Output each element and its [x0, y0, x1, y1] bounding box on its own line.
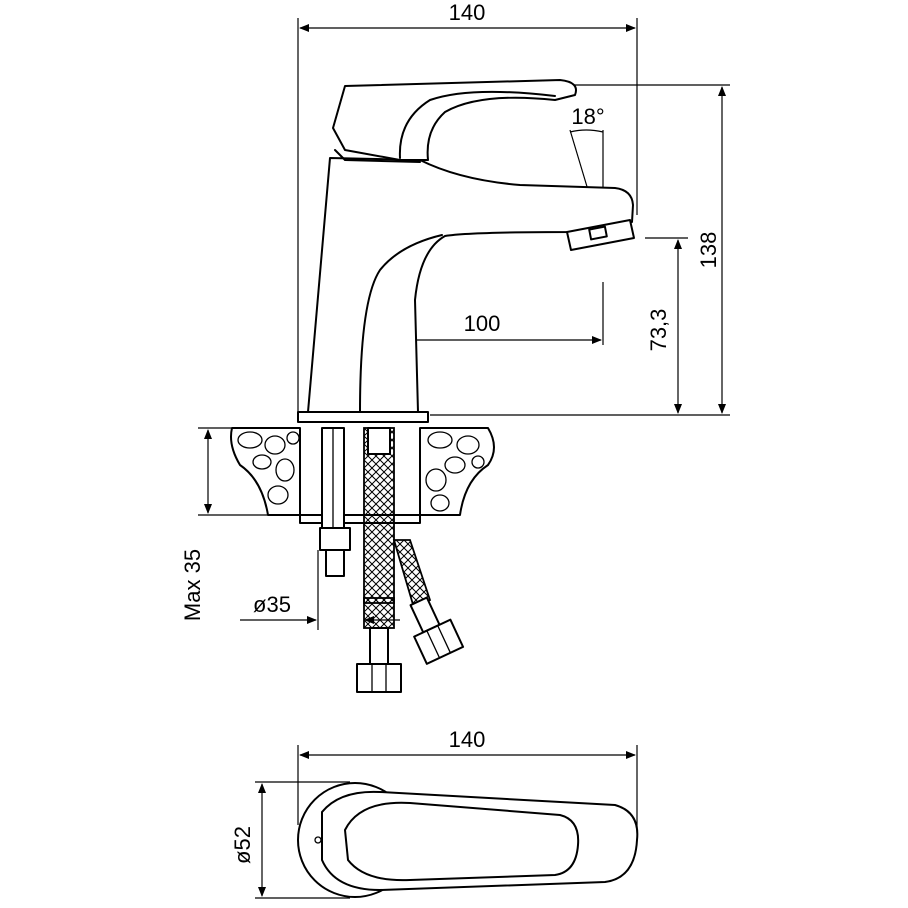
countertop-section [230, 427, 495, 693]
faucet-body [297, 79, 635, 423]
dim-max-thickness: Max 35 [180, 427, 268, 621]
lever-top [321, 790, 639, 891]
dim-hole-label: ø35 [253, 592, 291, 617]
hose-cold [363, 427, 395, 604]
hose-nut-cold [356, 663, 402, 693]
faucet-top [297, 782, 639, 898]
hose-hot [392, 539, 432, 610]
dim-width-plan-label: 140 [449, 727, 486, 752]
plan-view: 140 ø52 [230, 727, 639, 899]
dim-spout-height: 73,3 [645, 237, 688, 414]
dim-base-diameter-label: ø52 [230, 826, 255, 864]
dim-width-top-label: 140 [449, 0, 486, 25]
dim-angle-label: 18° [571, 104, 604, 129]
lever-handle [332, 79, 577, 161]
dim-spout-height-label: 73,3 [646, 309, 671, 352]
mounting-nut [319, 527, 351, 551]
hose-nut-hot [413, 618, 465, 665]
dim-hole: ø35 [240, 550, 400, 630]
dim-base-diameter: ø52 [230, 781, 350, 899]
base-plate [297, 411, 429, 423]
dim-height-label: 138 [696, 232, 721, 269]
dim-width-plan: 140 [297, 727, 638, 830]
dim-height: 138 [430, 84, 730, 416]
dim-spout-reach-label: 100 [464, 311, 501, 336]
side-view: 140 138 73,3 100 18° [180, 0, 730, 693]
dim-width-top: 140 [297, 0, 638, 412]
dim-max-thickness-label: Max 35 [180, 549, 205, 621]
spout [307, 157, 634, 413]
